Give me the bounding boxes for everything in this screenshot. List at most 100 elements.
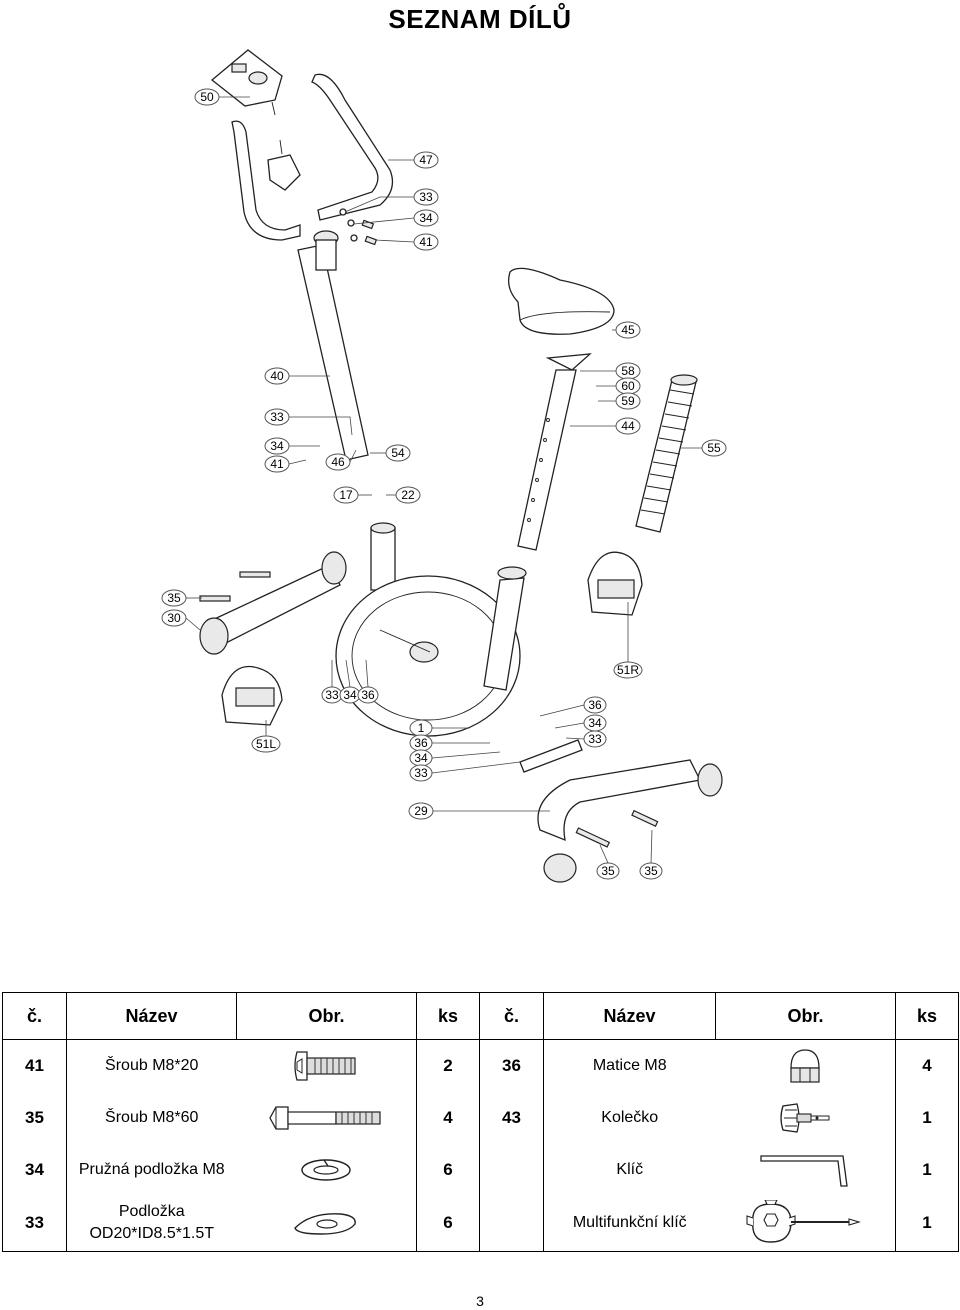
front-stabilizer-drawing [199,551,347,655]
part-image [715,1091,896,1144]
part-number [479,1195,544,1252]
main-frame-drawing [335,522,527,737]
part-image [715,1143,896,1196]
rear-stabilizer-drawing [519,739,723,883]
callout-44: 44 [570,417,641,435]
callout-label: 34 [414,751,428,765]
exploded-view-diagram: 50 47 33 34 41 45 40 33 34 [161,49,727,883]
callout-58: 58 [580,362,641,380]
hex-bolt-icon [269,1105,381,1130]
callout-40: 40 [264,367,330,385]
callout-label: 33 [325,688,339,702]
table-header-row: č. Název Obr. ks č. Název Obr. ks [2,992,959,1040]
callout-34-mid: 34 [264,437,320,455]
part-name: Šroub M8*20 [66,1039,237,1092]
callout-label: 51R [617,663,639,677]
part-number: 36 [479,1039,544,1092]
callout-label: 41 [270,457,284,471]
callout-22: 22 [386,486,421,504]
part-name: Pružná podložka M8 [66,1143,237,1196]
callout-55: 55 [680,439,727,457]
multi-wrench-icon [746,1200,862,1243]
callout-label: 58 [621,364,635,378]
callout-label: 35 [644,864,658,878]
callout-label: 33 [414,766,428,780]
callout-label: 33 [270,410,284,424]
callout-46: 46 [325,449,357,471]
part-image [236,1039,417,1092]
callout-33-mid: 33 [264,408,353,436]
handlebar-drawing [231,73,394,241]
seat-post-drawing [517,353,592,551]
callout-51L: 51L [251,720,281,753]
part-name: Podložka OD20*ID8.5*1.5T [66,1195,237,1252]
part-quantity: 1 [895,1091,959,1144]
callout-47: 47 [388,151,439,169]
header-name: Název [543,992,716,1040]
callout-35-bottom-b: 35 [639,829,663,880]
console-drawing [210,49,283,116]
callout-label: 41 [419,235,433,249]
callout-label: 34 [270,439,284,453]
part-name: Kolečko [543,1091,716,1144]
callout-17: 17 [333,486,372,504]
callout-45: 45 [612,321,641,339]
callout-label: 45 [621,323,635,337]
callout-41-top: 41 [374,233,439,251]
callout-label: 47 [419,153,433,167]
part-image [236,1195,417,1252]
callout-label: 1 [418,721,425,735]
part-number [479,1143,544,1196]
part-quantity: 4 [895,1039,959,1092]
header-image: Obr. [236,992,417,1040]
part-quantity: 1 [895,1143,959,1196]
callout-label: 59 [621,394,635,408]
part-image [715,1195,896,1252]
pedal-left-drawing [221,666,283,726]
callout-30: 30 [161,609,201,631]
callout-label: 34 [343,688,357,702]
callout-label: 44 [621,419,635,433]
callout-35-left: 35 [161,589,202,607]
callout-59: 59 [598,392,641,410]
page-title: SEZNAM DÍLŮ [388,4,572,34]
knob-icon [780,1102,830,1133]
callout-label: 51L [256,737,276,751]
callout-51R: 51R [613,602,643,679]
callout-label: 17 [339,488,353,502]
callout-label: 30 [167,611,181,625]
part-number: 35 [2,1091,67,1144]
part-quantity: 6 [416,1143,480,1196]
callout-label: 33 [419,190,433,204]
callout-34-top: 34 [353,209,439,227]
part-name-line1: Podložka [118,1203,185,1221]
cap-nut-icon [790,1049,820,1083]
table-row: 35 Šroub M8*60 4 43 Kolečko [2,1091,959,1144]
part-number: 43 [479,1091,544,1144]
spring-washer-icon [301,1158,351,1181]
part-name: Klíč [543,1143,716,1196]
bolt-set-drawing [339,208,378,246]
header-qty: ks [895,992,959,1040]
callout-label: 35 [601,864,615,878]
table-row: 33 Podložka OD20*ID8.5*1.5T 6 Multifunkč… [2,1195,959,1252]
header-qty: ks [416,992,480,1040]
flat-washer-icon [294,1213,357,1235]
callout-54: 54 [370,444,411,462]
callout-label: 40 [270,369,284,383]
callout-label: 34 [419,211,433,225]
callout-33-34-36-group: 33 34 36 [321,659,379,704]
callout-35-bottom-a: 35 [596,844,620,880]
saddle-drawing [507,267,615,335]
bellows-cover-drawing [635,374,698,533]
table-row: 34 Pružná podložka M8 6 Klíč 1 [2,1143,959,1196]
callout-label: 34 [588,716,602,730]
header-name: Název [66,992,237,1040]
header-image: Obr. [715,992,896,1040]
header-no: č. [479,992,544,1040]
callout-1-36-34-33: 1 36 34 33 [409,719,521,782]
header-no: č. [2,992,67,1040]
callout-label: 29 [414,804,428,818]
callout-label: 50 [200,90,214,104]
part-quantity: 4 [416,1091,480,1144]
